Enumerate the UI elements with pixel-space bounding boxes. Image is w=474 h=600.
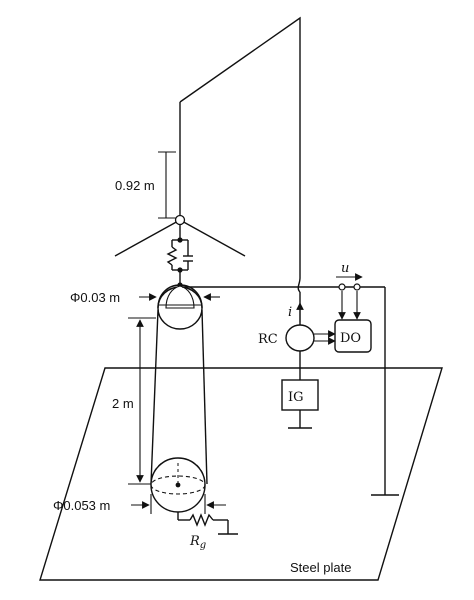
resistor-small <box>166 246 178 266</box>
resistor-label-sub: g <box>200 540 206 551</box>
height-label: 2 m <box>112 396 134 411</box>
resistor-label: Rg <box>189 534 206 551</box>
top-diameter-label: Φ0.03 m <box>70 290 120 305</box>
rc-label: RC <box>258 332 278 347</box>
pivot-node <box>174 214 186 226</box>
bottom-diameter-label: Φ0.053 m <box>53 498 110 513</box>
top-hemisphere-shade <box>165 285 195 309</box>
cone-right-side <box>201 309 208 485</box>
do-label: DO <box>340 331 361 346</box>
steel-plate <box>39 367 443 581</box>
ig-label: IG <box>288 390 304 405</box>
plate-label: Steel plate <box>290 560 351 575</box>
wire-crossing <box>297 277 301 293</box>
top-conductor-wire <box>179 16 301 278</box>
rg-resistor <box>189 513 214 527</box>
resistor-label-main: R <box>189 534 200 549</box>
top-distance-label: 0.92 m <box>115 178 155 193</box>
rc-sensor <box>285 324 315 352</box>
bottom-sphere-center <box>175 482 181 488</box>
bottom-sphere-upper-dashed <box>150 457 206 486</box>
do-box <box>334 319 372 353</box>
terminal-left <box>338 283 346 291</box>
terminal-right <box>353 283 361 291</box>
cone-left-side <box>150 309 159 485</box>
arm-right <box>179 219 246 257</box>
arm-left <box>114 219 181 257</box>
voltage-label: u <box>341 261 349 276</box>
current-label: i <box>288 305 292 320</box>
